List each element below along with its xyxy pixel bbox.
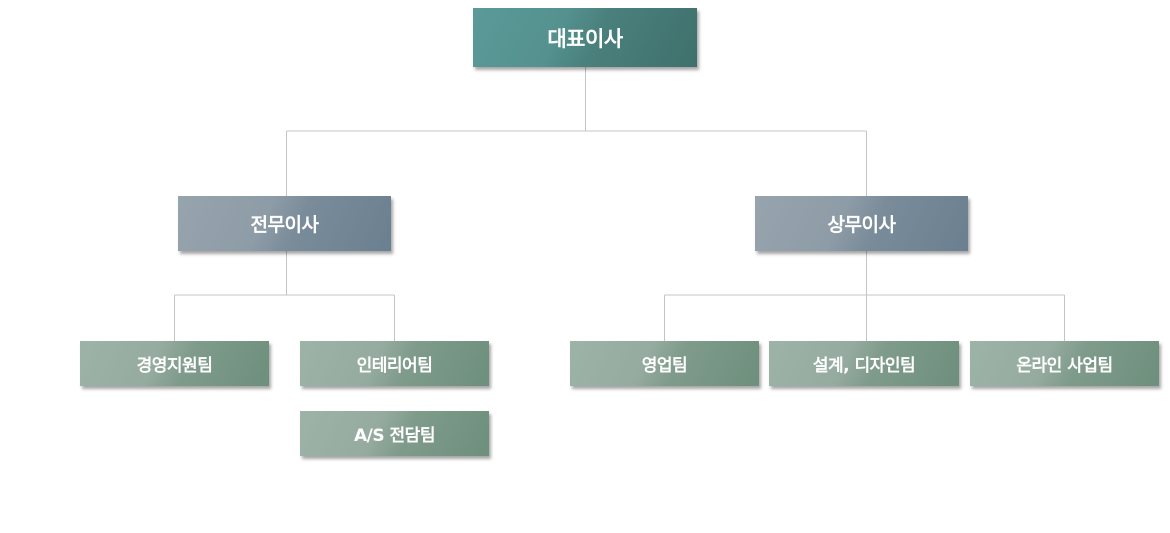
node-ceo-label: 대표이사 <box>547 26 623 51</box>
node-interior-team-label: 인테리어팀 <box>356 356 433 376</box>
node-design-team-label: 설계, 디자인팀 <box>812 356 916 376</box>
node-sales-team: 영업팀 <box>570 341 759 386</box>
node-ceo: 대표이사 <box>473 8 697 67</box>
node-executive-director: 전무이사 <box>178 196 391 251</box>
node-online-business-team-label: 온라인 사업팀 <box>1016 356 1113 376</box>
node-as-team: A/S 전담팀 <box>300 411 489 456</box>
node-executive-director-label: 전무이사 <box>250 214 319 236</box>
node-online-business-team: 온라인 사업팀 <box>970 341 1159 386</box>
node-interior-team: 인테리어팀 <box>300 341 489 386</box>
node-as-team-label: A/S 전담팀 <box>354 426 435 446</box>
node-sales-team-label: 영업팀 <box>641 356 688 376</box>
node-managing-director-label: 상무이사 <box>827 214 896 236</box>
node-design-team: 설계, 디자인팀 <box>769 341 959 386</box>
node-managing-director: 상무이사 <box>755 196 968 251</box>
node-management-support-team: 경영지원팀 <box>80 341 269 386</box>
node-management-support-team-label: 경영지원팀 <box>136 356 213 376</box>
